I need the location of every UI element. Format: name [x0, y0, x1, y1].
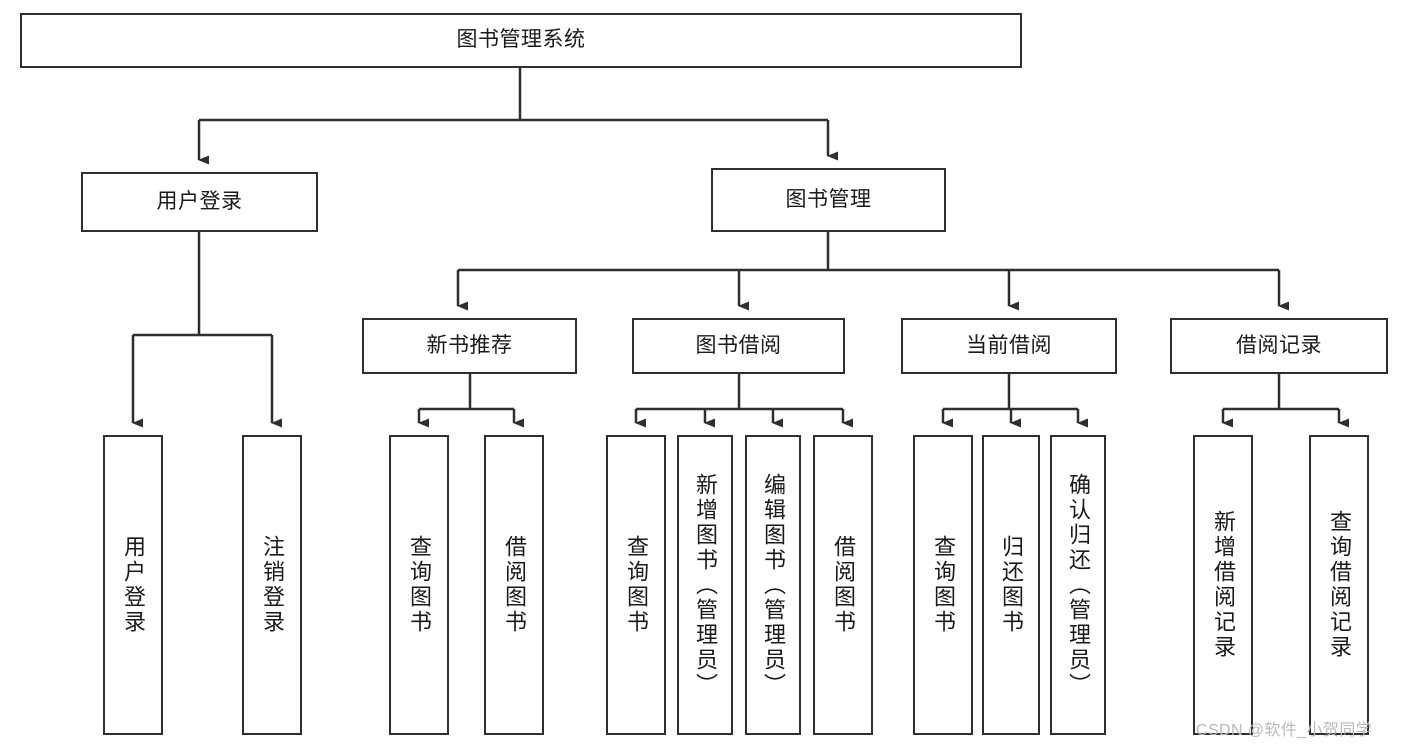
node-book-manage[interactable]: 图书管理	[711, 168, 946, 232]
node-leaf-user-login[interactable]: 用户登录	[103, 435, 163, 735]
node-leaf-rec-query-book[interactable]: 查询图书	[389, 435, 449, 735]
node-leaf-user-logout-label: 注销登录	[260, 535, 285, 635]
csdn-watermark: CSDN @软件_小贺同学	[1196, 722, 1373, 739]
node-current-borrow-label: 当前借阅	[966, 333, 1052, 357]
node-leaf-rec-borrow-book-label: 借阅图书	[502, 535, 527, 635]
node-leaf-bb-edit-book-label: 编辑图书（管理员）	[761, 472, 786, 698]
node-leaf-cb-return-book[interactable]: 归还图书	[982, 435, 1040, 735]
node-borrow-record-label: 借阅记录	[1236, 333, 1322, 357]
node-leaf-bb-borrow-book-label: 借阅图书	[831, 535, 856, 635]
node-leaf-cb-confirm-return[interactable]: 确认归还（管理员）	[1050, 435, 1106, 735]
node-leaf-br-query-record[interactable]: 查询借阅记录	[1309, 435, 1369, 735]
node-leaf-bb-edit-book[interactable]: 编辑图书（管理员）	[745, 435, 801, 735]
node-user-login-label: 用户登录	[156, 189, 243, 213]
node-new-book-rec-label: 新书推荐	[426, 333, 513, 357]
node-leaf-bb-query-book-label: 查询图书	[624, 535, 649, 635]
node-leaf-cb-query-book-label: 查询图书	[931, 535, 956, 635]
node-leaf-cb-confirm-return-label: 确认归还（管理员）	[1066, 472, 1091, 698]
node-leaf-cb-return-book-label: 归还图书	[999, 535, 1024, 635]
node-leaf-bb-query-book[interactable]: 查询图书	[606, 435, 666, 735]
node-leaf-bb-borrow-book[interactable]: 借阅图书	[813, 435, 873, 735]
node-current-borrow[interactable]: 当前借阅	[901, 318, 1117, 374]
node-leaf-rec-query-book-label: 查询图书	[407, 535, 432, 635]
node-root[interactable]: 图书管理系统	[20, 13, 1022, 68]
node-leaf-user-logout[interactable]: 注销登录	[242, 435, 302, 735]
node-root-label: 图书管理系统	[456, 28, 586, 52]
node-borrow-record[interactable]: 借阅记录	[1170, 318, 1388, 374]
node-leaf-bb-add-book[interactable]: 新增图书（管理员）	[677, 435, 733, 735]
node-leaf-cb-query-book[interactable]: 查询图书	[913, 435, 973, 735]
node-book-borrow[interactable]: 图书借阅	[632, 318, 845, 374]
node-leaf-bb-add-book-label: 新增图书（管理员）	[693, 472, 718, 698]
node-leaf-rec-borrow-book[interactable]: 借阅图书	[484, 435, 544, 735]
node-leaf-br-add-record[interactable]: 新增借阅记录	[1193, 435, 1253, 735]
node-book-manage-label: 图书管理	[785, 187, 872, 211]
node-book-borrow-label: 图书借阅	[695, 333, 782, 357]
node-leaf-br-add-record-label: 新增借阅记录	[1211, 510, 1236, 660]
node-leaf-user-login-label: 用户登录	[121, 535, 146, 635]
node-leaf-br-query-record-label: 查询借阅记录	[1327, 510, 1352, 660]
node-new-book-rec[interactable]: 新书推荐	[362, 318, 577, 374]
node-user-login[interactable]: 用户登录	[81, 172, 318, 232]
